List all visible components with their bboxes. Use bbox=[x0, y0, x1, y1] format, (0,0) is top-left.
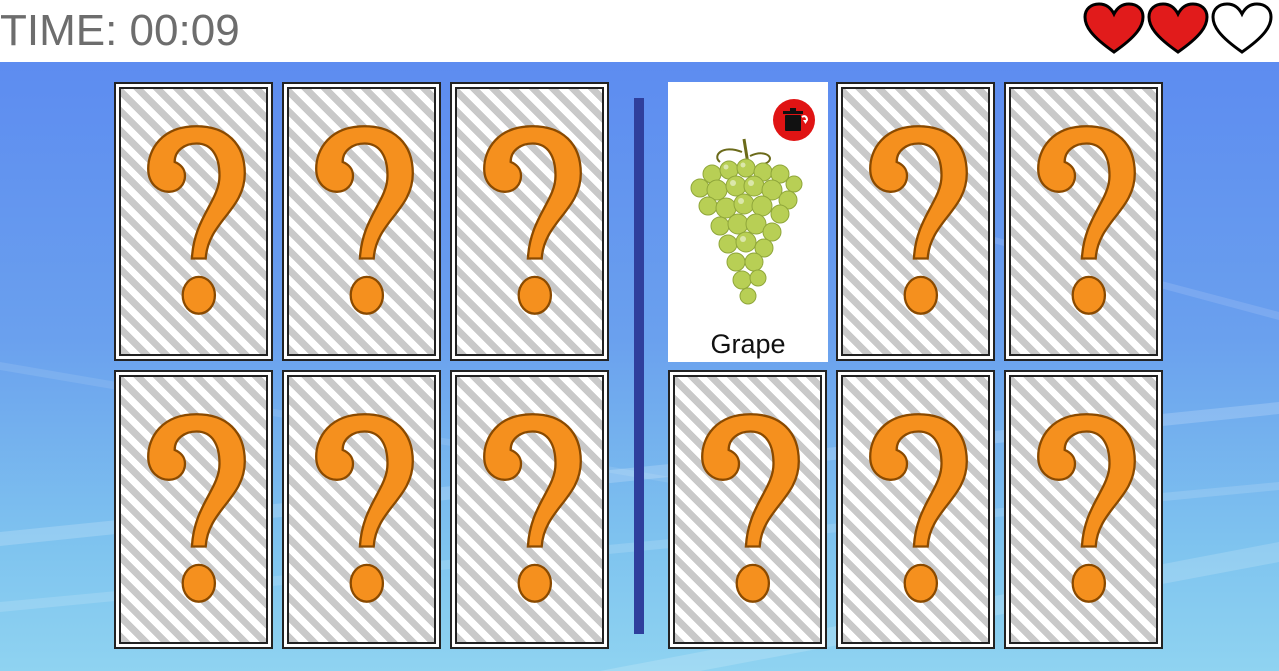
card-hidden[interactable] bbox=[114, 82, 273, 361]
question-mark-icon bbox=[1037, 413, 1136, 603]
card-revealed-grape[interactable]: Grape bbox=[668, 82, 828, 362]
card-back bbox=[673, 375, 822, 644]
question-mark-icon bbox=[869, 125, 968, 315]
card-hidden[interactable] bbox=[450, 370, 609, 649]
card-back bbox=[1009, 87, 1158, 356]
card-back bbox=[841, 375, 990, 644]
card-back bbox=[287, 87, 436, 356]
heart-empty-icon bbox=[1211, 2, 1273, 54]
question-mark-icon bbox=[869, 413, 968, 603]
heart-full-icon bbox=[1147, 2, 1209, 54]
card-back bbox=[119, 87, 268, 356]
card-label: Grape bbox=[710, 329, 786, 359]
question-mark-icon bbox=[147, 413, 246, 603]
question-mark-icon bbox=[701, 413, 800, 603]
card-hidden[interactable] bbox=[1004, 82, 1163, 361]
card-hidden[interactable] bbox=[836, 370, 995, 649]
recycle-bin-icon[interactable] bbox=[772, 98, 816, 142]
card-back bbox=[119, 375, 268, 644]
card-back bbox=[455, 375, 604, 644]
timer-text: TIME: 00:09 bbox=[0, 6, 240, 55]
board-divider bbox=[634, 98, 644, 634]
question-mark-icon bbox=[315, 413, 414, 603]
top-bar: TIME: 00:09 bbox=[0, 0, 1279, 62]
card-back bbox=[287, 375, 436, 644]
grape-image bbox=[690, 138, 803, 305]
question-mark-icon bbox=[483, 125, 582, 315]
card-back bbox=[1009, 375, 1158, 644]
card-hidden[interactable] bbox=[836, 82, 995, 361]
question-mark-icon bbox=[1037, 125, 1136, 315]
card-hidden[interactable] bbox=[282, 82, 441, 361]
question-mark-icon bbox=[483, 413, 582, 603]
question-mark-icon bbox=[147, 125, 246, 315]
card-hidden[interactable] bbox=[282, 370, 441, 649]
card-back bbox=[841, 87, 990, 356]
game-board: Grape bbox=[0, 62, 1279, 671]
card-hidden[interactable] bbox=[668, 370, 827, 649]
card-hidden[interactable] bbox=[450, 82, 609, 361]
lives-indicator bbox=[1083, 2, 1273, 56]
heart-full-icon bbox=[1083, 2, 1145, 54]
question-mark-icon bbox=[315, 125, 414, 315]
card-hidden[interactable] bbox=[114, 370, 273, 649]
card-back bbox=[455, 87, 604, 356]
card-hidden[interactable] bbox=[1004, 370, 1163, 649]
